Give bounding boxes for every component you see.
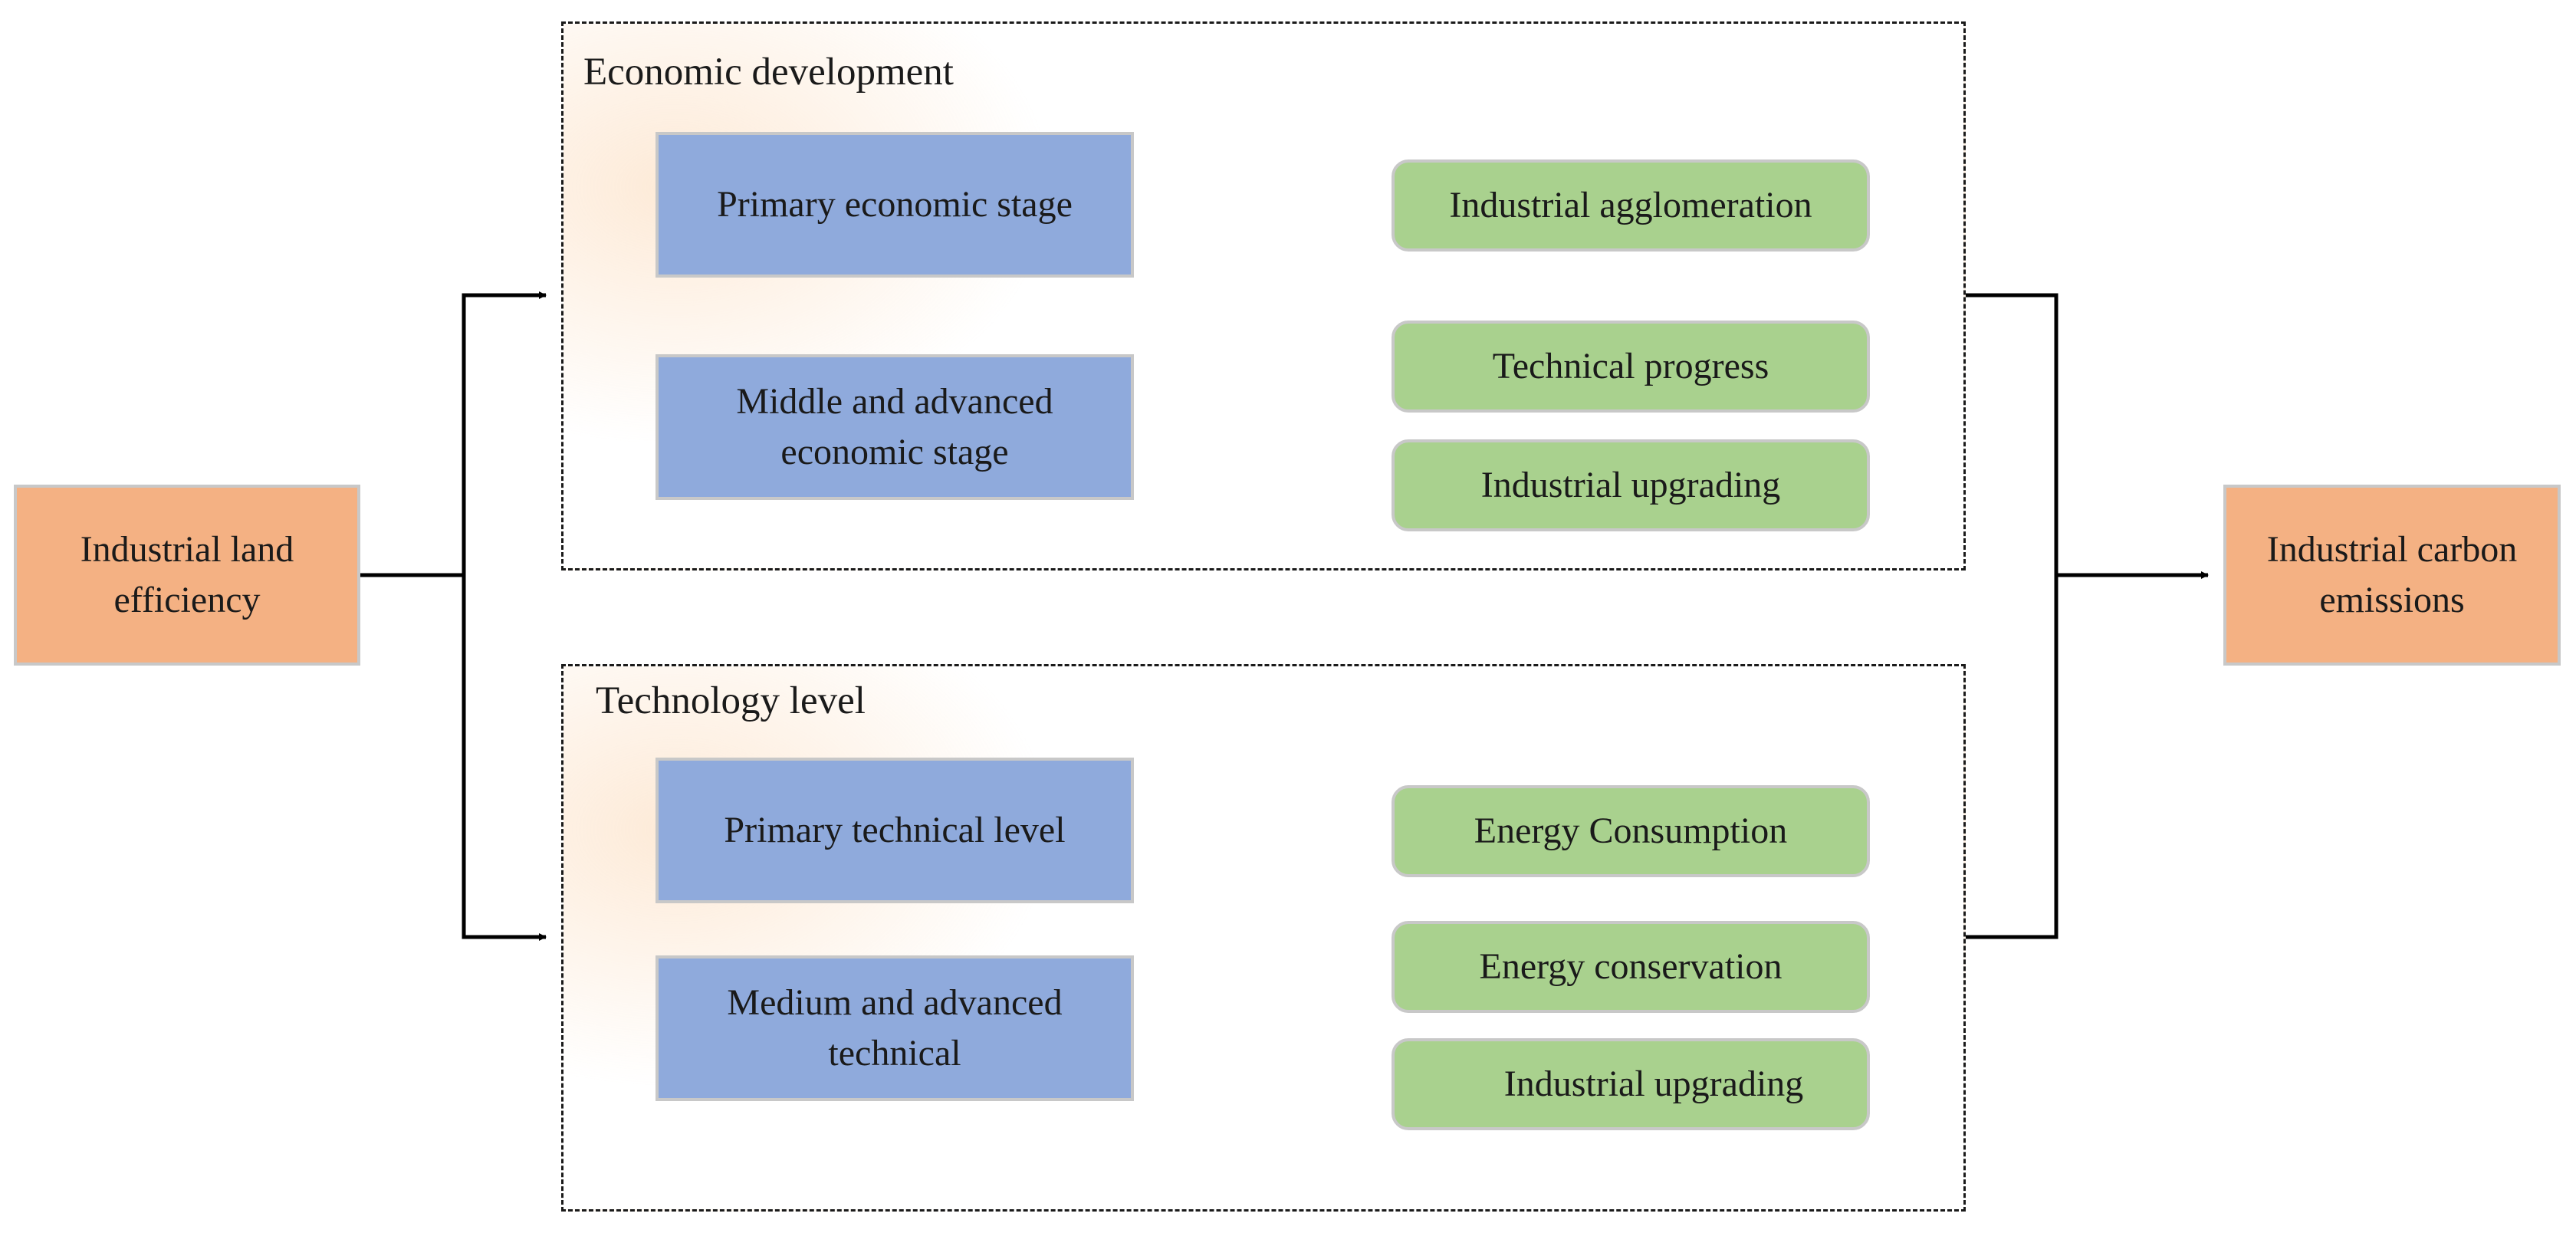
effect-label: Industrial upgrading: [1503, 1064, 1804, 1104]
effect-label: Industrial upgrading: [1480, 465, 1781, 505]
target-node-label: Industrial carbon emissions: [2266, 529, 2518, 620]
stage-medium-advanced-technical: Medium and advanced technical: [656, 955, 1134, 1101]
target-node: Industrial carbon emissions: [2223, 485, 2561, 666]
stage-label: Middle and advanced economic stage: [736, 381, 1053, 472]
effect-technical-progress: Technical progress: [1392, 321, 1870, 413]
effect-label: Energy conservation: [1479, 946, 1783, 987]
effect-industrial-agglomeration: Industrial agglomeration: [1392, 159, 1870, 252]
effect-energy-conservation: Energy conservation: [1392, 921, 1870, 1013]
effect-industrial-upgrading-technology: Industrial upgrading: [1392, 1038, 1870, 1130]
effect-label: Industrial agglomeration: [1449, 185, 1812, 225]
stage-label: Primary technical level: [724, 810, 1066, 850]
stage-primary-economic: Primary economic stage: [656, 132, 1134, 278]
economic-development-title: Economic development: [583, 51, 954, 94]
stage-primary-technical: Primary technical level: [656, 758, 1134, 903]
effect-label: Technical progress: [1492, 346, 1769, 386]
stage-label: Primary economic stage: [717, 184, 1073, 225]
arrow-source-to-technology: [462, 575, 547, 941]
effect-label: Energy Consumption: [1474, 810, 1788, 851]
source-node: Industrial land efficiency: [14, 485, 360, 666]
source-node-label: Industrial land efficiency: [80, 529, 294, 620]
stage-middle-advanced-economic: Middle and advanced economic stage: [656, 354, 1134, 500]
connector-economic-out: [1966, 293, 2058, 939]
effect-energy-consumption: Energy Consumption: [1392, 785, 1870, 877]
technology-level-title: Technology level: [596, 679, 866, 722]
stage-label: Medium and advanced technical: [727, 982, 1063, 1074]
effect-industrial-upgrading-economic: Industrial upgrading: [1392, 439, 1870, 531]
arrow-source-to-economic: [462, 291, 547, 575]
